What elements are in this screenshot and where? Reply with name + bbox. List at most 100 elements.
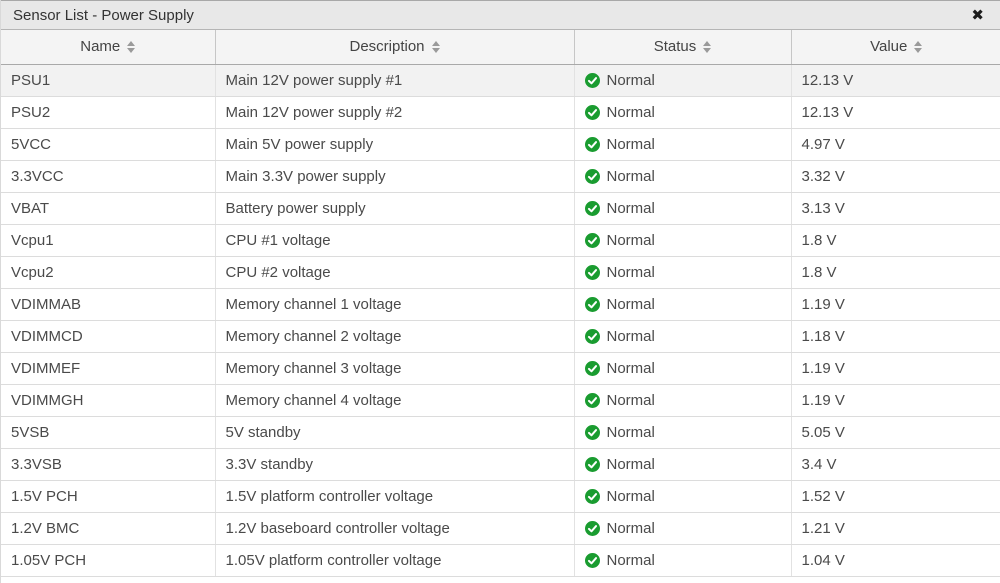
sort-icon[interactable] [914,40,923,53]
sensor-name: 1.5V PCH [11,487,78,505]
sensor-name-cell: PSU1 [1,64,216,97]
table-row[interactable]: 1.5V PCH 1.5V platform controller voltag… [1,480,1000,513]
table-row[interactable]: 1.05V PCH 1.05V platform controller volt… [1,544,1000,577]
sensor-description-cell: Memory channel 2 voltage [215,320,575,353]
table-row[interactable]: Vcpu2 CPU #2 voltage Normal 1.8 V [1,256,1000,289]
sensor-value-cell: 1.21 V [791,512,1000,545]
sort-icon[interactable] [127,40,136,53]
sensor-value-cell: 1.04 V [791,544,1000,577]
sensor-name: VBAT [11,199,50,217]
status-badge: Normal [606,295,655,313]
sensor-name: 5VCC [11,135,52,153]
sensor-value: 1.8 V [801,231,837,249]
sensor-value-cell: 1.19 V [791,384,1000,417]
sensor-value-cell: 4.97 V [791,128,1000,161]
sensor-description: Battery power supply [225,199,366,217]
sensor-value-cell: 1.18 V [791,320,1000,353]
sensor-name-cell: VBAT [1,192,216,225]
check-circle-icon [584,520,600,536]
check-circle-icon [584,328,600,344]
sensor-status-cell: Normal [574,512,792,545]
sensor-name: Vcpu1 [11,231,54,249]
sensor-name: 5VSB [11,423,50,441]
sensor-status-cell: Normal [574,384,792,417]
table-row[interactable]: 5VCC Main 5V power supply Normal 4.97 V [1,128,1000,161]
close-icon[interactable]: ✖ [971,6,984,24]
column-label: Description [349,38,425,56]
check-circle-icon [584,392,600,408]
sensor-description-cell: 3.3V standby [215,448,575,481]
status-badge: Normal [606,199,655,217]
check-circle-icon [584,72,600,88]
table-row[interactable]: VDIMMEF Memory channel 3 voltage Normal … [1,352,1000,385]
table-row[interactable]: 1.2V BMC 1.2V baseboard controller volta… [1,512,1000,545]
sensor-description-cell: 5V standby [215,416,575,449]
sensor-status-cell: Normal [574,64,792,97]
column-header-name[interactable]: Name [1,30,216,65]
sensor-status-cell: Normal [574,128,792,161]
check-circle-icon [584,488,600,504]
sensor-value-cell: 1.8 V [791,224,1000,257]
sensor-description: Memory channel 3 voltage [225,359,402,377]
sensor-status-cell: Normal [574,352,792,385]
sensor-name-cell: 3.3VSB [1,448,216,481]
column-header-description[interactable]: Description [215,30,575,65]
table-row[interactable]: 3.3VCC Main 3.3V power supply Normal 3.3… [1,160,1000,193]
column-header-status[interactable]: Status [574,30,792,65]
sensor-status-cell: Normal [574,480,792,513]
sensor-status-cell: Normal [574,96,792,129]
sensor-name-cell: 1.5V PCH [1,480,216,513]
status-badge: Normal [606,551,655,569]
sensor-description-cell: Main 5V power supply [215,128,575,161]
sensor-description-cell: Main 12V power supply #2 [215,96,575,129]
table-row[interactable]: VDIMMCD Memory channel 2 voltage Normal … [1,320,1000,353]
check-circle-icon [584,232,600,248]
sensor-description: Memory channel 2 voltage [225,327,402,345]
sensor-status-cell: Normal [574,544,792,577]
table-row[interactable]: VDIMMAB Memory channel 1 voltage Normal … [1,288,1000,321]
sensor-description: Main 3.3V power supply [225,167,386,185]
sensor-name-cell: 5VSB [1,416,216,449]
sensor-description: Memory channel 4 voltage [225,391,402,409]
status-badge: Normal [606,231,655,249]
table-row[interactable]: VDIMMGH Memory channel 4 voltage Normal … [1,384,1000,417]
sensor-description-cell: CPU #2 voltage [215,256,575,289]
sensor-table-header: Name Description Status [1,30,1000,65]
check-circle-icon [584,136,600,152]
table-row[interactable]: 3.3VSB 3.3V standby Normal 3.4 V [1,448,1000,481]
sort-icon[interactable] [703,40,712,53]
table-row[interactable]: PSU1 Main 12V power supply #1 Normal 12.… [1,64,1000,97]
sensor-table-body: PSU1 Main 12V power supply #1 Normal 12.… [1,64,1000,577]
sensor-name: 1.05V PCH [11,551,87,569]
sensor-value: 1.19 V [801,295,845,313]
dialog-title: Sensor List - Power Supply [13,6,194,24]
sensor-value-cell: 1.19 V [791,352,1000,385]
sensor-description: CPU #1 voltage [225,231,331,249]
sensor-description-cell: Main 12V power supply #1 [215,64,575,97]
sensor-status-cell: Normal [574,448,792,481]
sensor-description: Main 5V power supply [225,135,374,153]
table-row[interactable]: PSU2 Main 12V power supply #2 Normal 12.… [1,96,1000,129]
sensor-description: CPU #2 voltage [225,263,331,281]
status-badge: Normal [606,71,655,89]
sort-icon[interactable] [431,40,440,53]
sensor-name-cell: Vcpu1 [1,224,216,257]
sensor-name: PSU2 [11,103,51,121]
table-row[interactable]: Vcpu1 CPU #1 voltage Normal 1.8 V [1,224,1000,257]
sensor-value-cell: 3.32 V [791,160,1000,193]
table-row[interactable]: 5VSB 5V standby Normal 5.05 V [1,416,1000,449]
sensor-value-cell: 1.52 V [791,480,1000,513]
status-badge: Normal [606,327,655,345]
sensor-status-cell: Normal [574,192,792,225]
sensor-description: 1.2V baseboard controller voltage [225,519,450,537]
column-header-value[interactable]: Value [791,30,1000,65]
sensor-status-cell: Normal [574,224,792,257]
table-row[interactable]: VBAT Battery power supply Normal 3.13 V [1,192,1000,225]
sensor-name-cell: VDIMMGH [1,384,216,417]
column-label: Status [653,38,697,56]
status-badge: Normal [606,391,655,409]
status-badge: Normal [606,519,655,537]
sensor-name-cell: 1.05V PCH [1,544,216,577]
status-badge: Normal [606,167,655,185]
sensor-name: VDIMMCD [11,327,83,345]
